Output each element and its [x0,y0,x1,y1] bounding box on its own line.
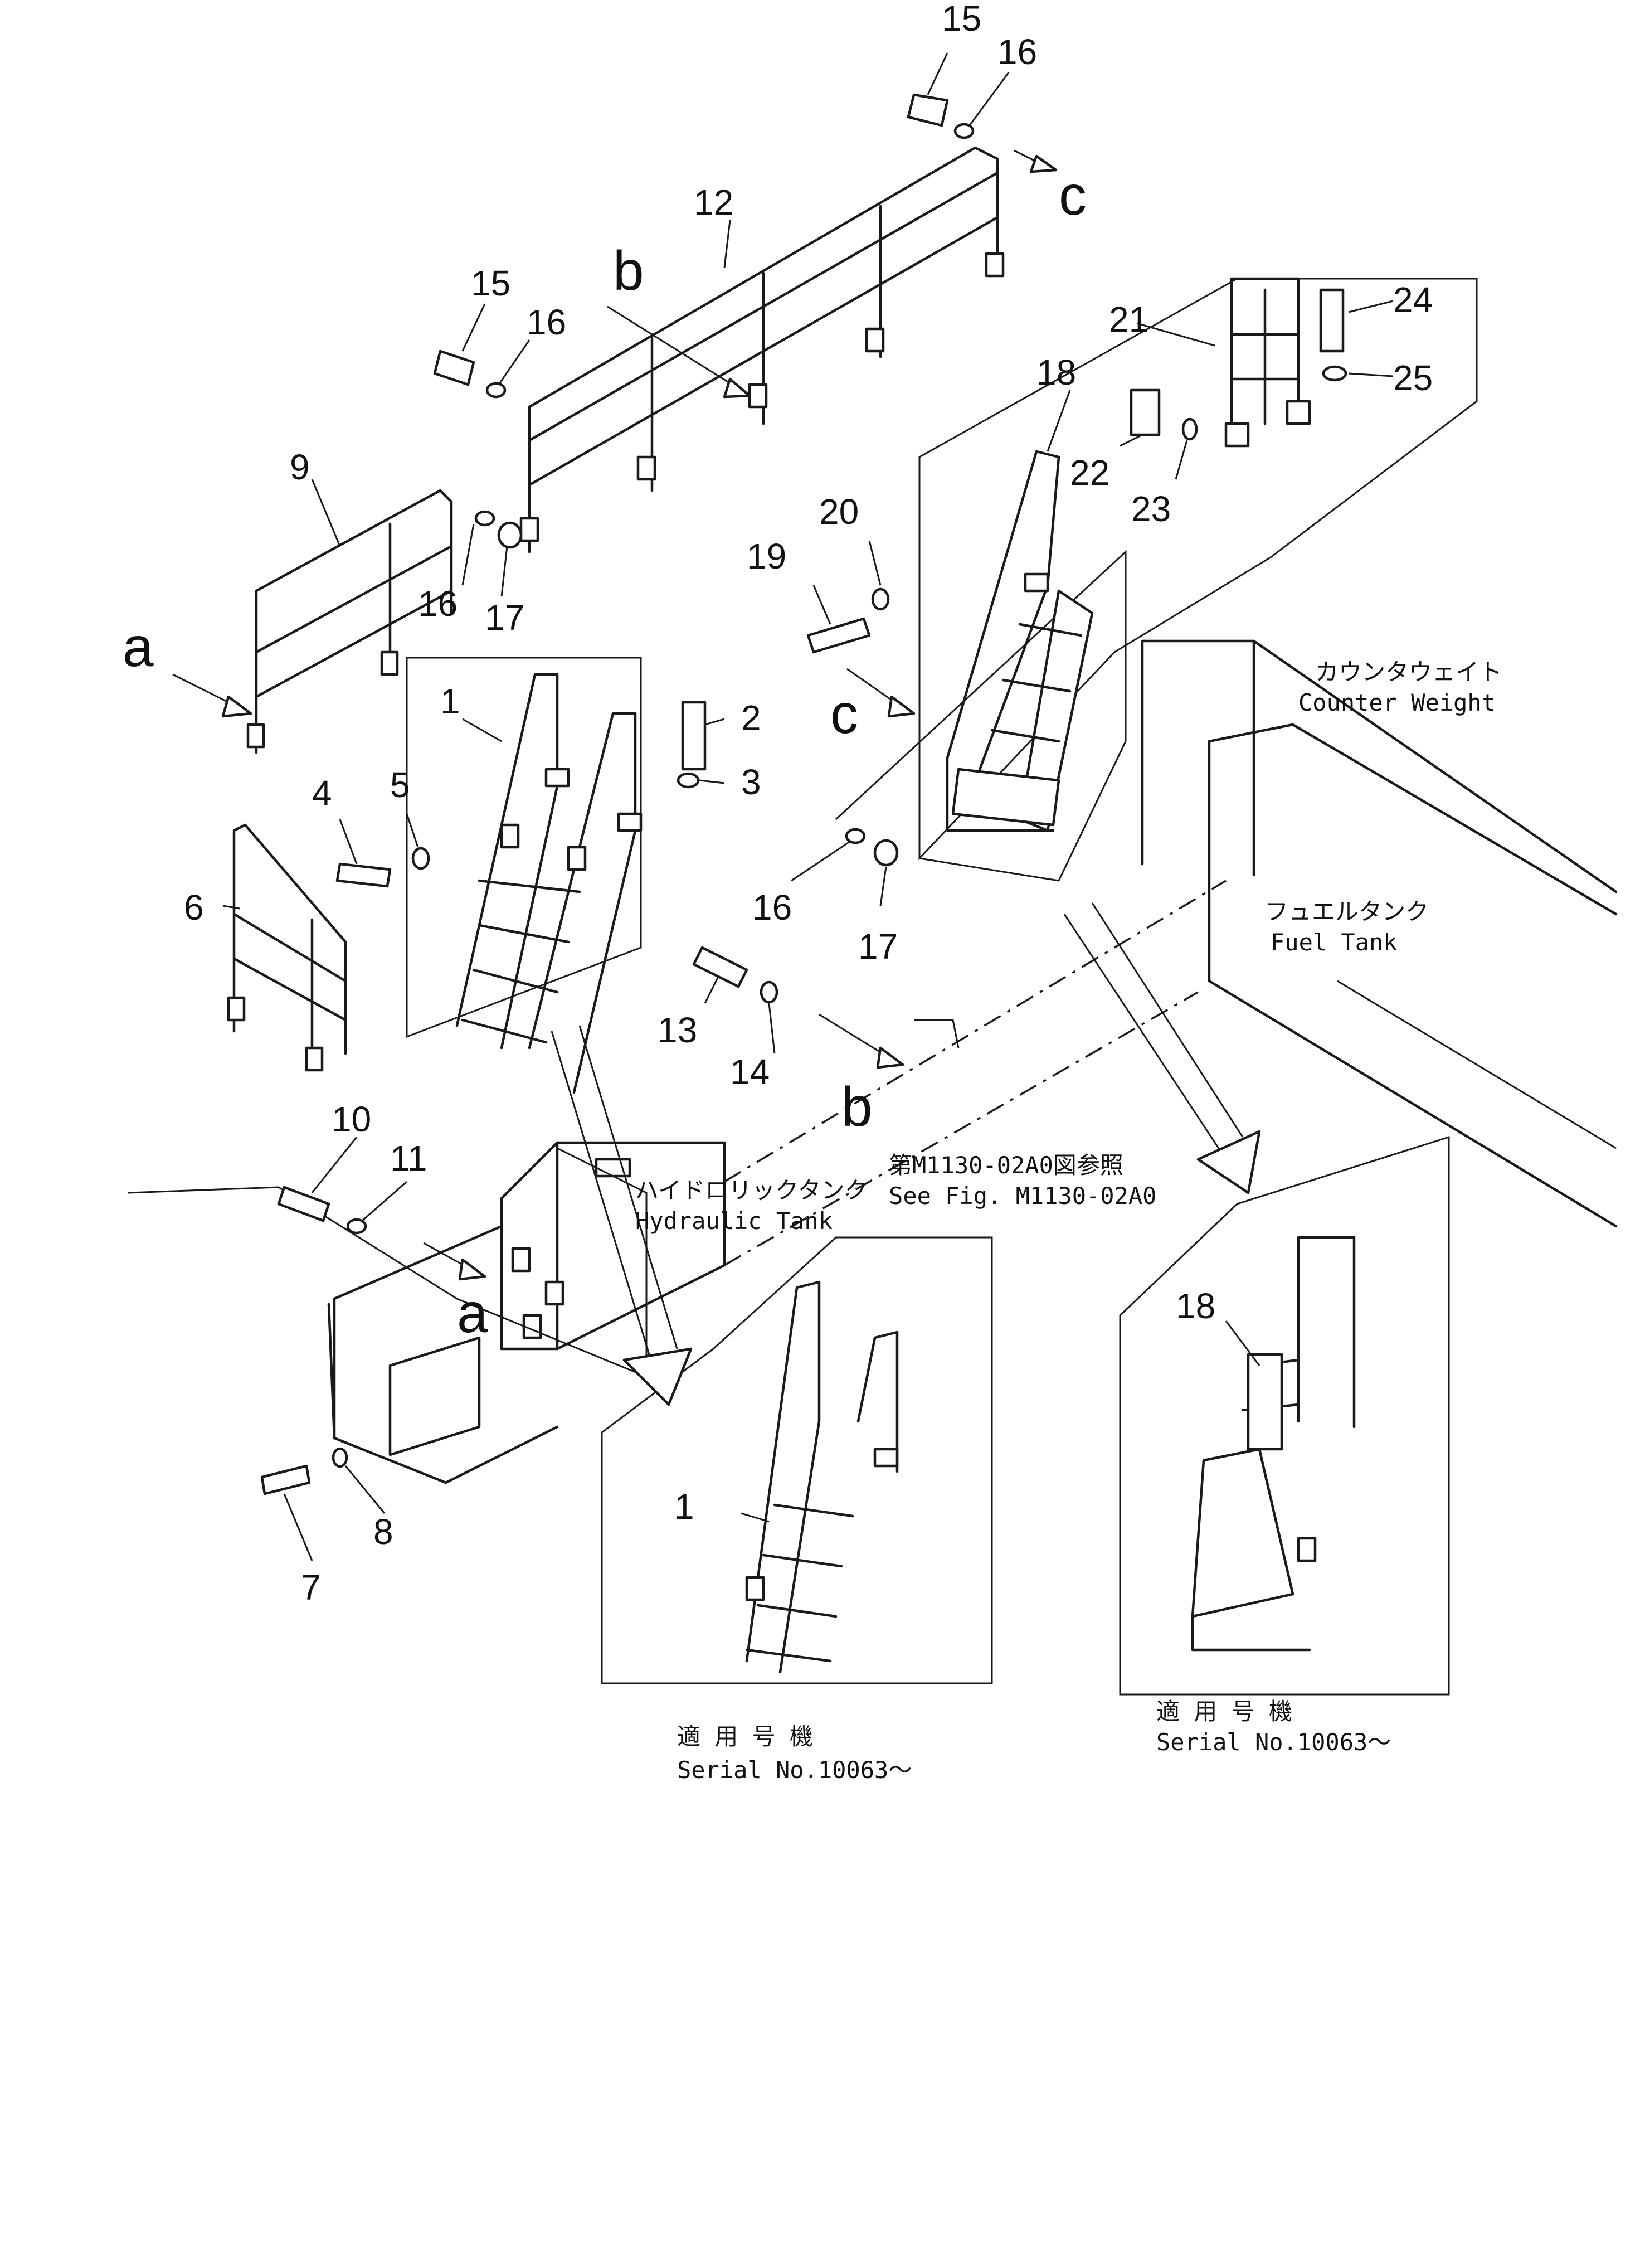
view-letter-c-mid: c [830,683,858,745]
callout-16-top: 16 [997,32,1037,72]
callout-1: 1 [440,681,460,721]
view-letters: a a b b c c [123,164,1087,1344]
callout-13: 13 [658,1010,697,1050]
counter-weight-label-jp: カウンタウェイト [1315,658,1502,686]
fuel-tank-label-en: Fuel Tank [1271,929,1398,956]
inset-ladder-1 [745,1280,899,1674]
callout-1-inset: 1 [674,1487,694,1527]
callout-25: 25 [1393,358,1433,398]
callout-5: 5 [390,765,410,805]
handrail-12 [519,146,1005,553]
callout-7: 7 [301,1567,321,1607]
callout-12: 12 [694,182,733,222]
callout-22: 22 [1070,453,1109,493]
view-letter-b-mid: b [841,1076,873,1138]
fasteners [260,93,1347,1495]
ladder-18 [946,450,1094,832]
handrail-6 [227,823,347,1072]
handrail-9 [246,489,453,754]
view-letter-b-top: b [613,240,644,302]
view-letter-a-bottom: a [457,1282,488,1344]
callout-20: 20 [819,492,859,532]
leader-lines [172,52,1394,1561]
hydraulic-tank-label-en: Hydraulic Tank [635,1207,833,1235]
fuel-tank-label-jp: フュエルタンク [1265,898,1429,925]
see-fig-label-jp: 第M1130-02A0図参照 [889,1152,1123,1179]
callout-15-top: 15 [942,0,981,38]
callout-18-main: 18 [1036,352,1076,392]
view-letter-a-left: a [123,616,154,678]
serial-label-jp-left: 適 用 号 機 [677,1723,813,1750]
serial-label-jp-right: 適 用 号 機 [1156,1698,1292,1725]
callout-8: 8 [373,1512,393,1552]
callout-14: 14 [730,1052,770,1092]
view-letter-c-top: c [1059,164,1087,227]
callout-19: 19 [747,536,786,576]
callout-24: 24 [1393,280,1433,320]
callout-9: 9 [290,447,310,487]
callout-16-left: 16 [527,302,566,342]
callout-18-inset: 18 [1176,1286,1215,1326]
serial-label-en-left: Serial No.10063～ [677,1756,912,1784]
ladder-21 [1224,277,1311,448]
callout-numbers: 15 16 12 15 16 9 16 17 1 2 3 4 5 6 19 20… [184,0,1433,1607]
callout-4: 4 [312,773,332,813]
callout-2: 2 [741,698,761,738]
serial-label-en-right: Serial No.10063～ [1156,1728,1391,1756]
callout-16-mid: 16 [752,887,792,927]
callout-16-rail9: 16 [418,584,458,624]
hydraulic-tank-label-jp: ハイドロリックタンク [635,1177,868,1204]
callout-11: 11 [390,1138,427,1178]
callout-3: 3 [741,762,761,802]
component-labels: カウンタウェイト Counter Weight フュエルタンク Fuel Tan… [635,658,1502,1784]
callout-21: 21 [1109,299,1148,339]
inset-ladder-18 [1191,1236,1356,1652]
callout-17-rail9: 17 [485,598,524,638]
counter-weight-label-en: Counter Weight [1298,689,1496,716]
ladder-1 [455,673,643,1094]
callout-23: 23 [1131,489,1171,529]
machine-body [327,639,1618,1484]
callout-17-mid: 17 [858,926,898,967]
detail-frames [128,278,1478,1696]
callout-10: 10 [332,1099,371,1139]
callout-15-left: 15 [471,263,510,303]
see-fig-label-en: See Fig. M1130-02A0 [889,1182,1156,1210]
callout-6: 6 [184,887,204,927]
view-arrows [551,902,1261,1406]
